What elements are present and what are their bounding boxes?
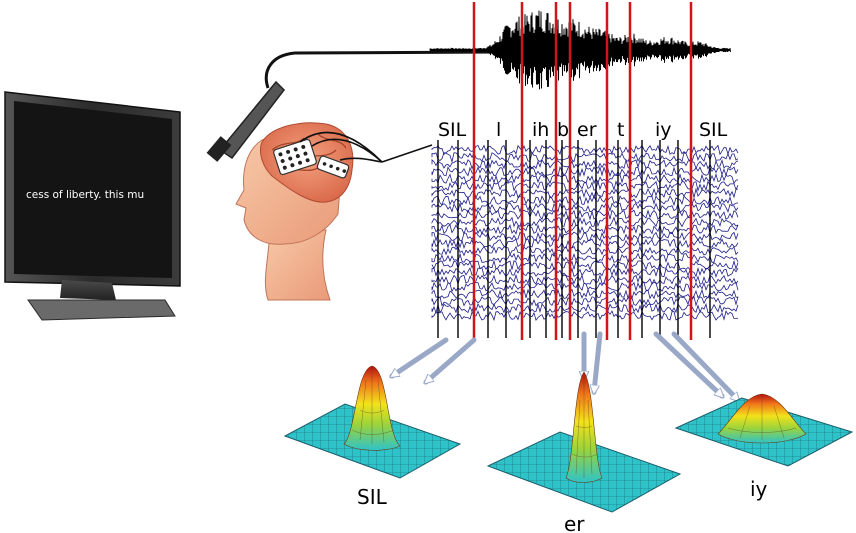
neck <box>264 229 331 301</box>
distribution-label-iy: iy <box>750 477 768 501</box>
electrode-dots-1 <box>278 144 310 170</box>
mapping-arrows <box>392 331 738 400</box>
arrow-iy-1 <box>653 331 722 396</box>
distribution-iy <box>674 393 854 467</box>
head-illustration <box>235 122 433 301</box>
microphone-body <box>218 80 285 160</box>
ecog-trace <box>431 179 739 192</box>
ecog-trace <box>431 195 739 207</box>
ecog-trace <box>431 295 739 307</box>
phoneme-label-l: l <box>496 119 501 141</box>
distribution-sil <box>283 365 462 479</box>
ecog-trace <box>431 267 739 278</box>
ecog-trace <box>431 165 739 178</box>
phoneme-label-ih: ih <box>532 119 549 141</box>
monitor: cess of liberty. this mu <box>4 91 181 321</box>
ecog-trace <box>431 281 739 293</box>
electrode-wires <box>299 131 433 163</box>
phoneme-label-sil-end: SIL <box>699 119 728 141</box>
phoneme-label-er: er <box>577 119 597 141</box>
ecog-trace <box>431 209 739 221</box>
ecog-trace <box>431 151 739 164</box>
distribution-label-sil: SIL <box>357 485 388 509</box>
ecog-trace <box>431 288 738 300</box>
phoneme-labels: SIL l ih b er t iy SIL <box>438 119 728 141</box>
phoneme-label-sil-start: SIL <box>438 119 467 141</box>
ecog-trace <box>431 158 739 170</box>
ecog-trace <box>431 245 739 257</box>
ecog-trace <box>431 310 739 322</box>
arrow-sil-1 <box>392 337 449 379</box>
microphone <box>206 50 501 162</box>
distribution-sil-mesh <box>351 368 395 444</box>
ecog-trace <box>431 252 739 264</box>
ecog-trace <box>431 238 739 250</box>
phoneme-boundaries <box>472 2 693 340</box>
distribution-er-mesh <box>571 376 599 478</box>
electrode-dots-2 <box>322 162 347 173</box>
monitor-screen <box>14 101 172 278</box>
ecog-trace <box>431 231 739 242</box>
distribution-er <box>486 371 682 513</box>
monitor-screen-text: cess of liberty. this mu <box>26 189 144 201</box>
microphone-grille <box>206 136 232 162</box>
audio-waveform <box>429 10 731 90</box>
ecog-trace <box>431 202 739 213</box>
ecog-trace <box>431 144 739 156</box>
phoneme-label-iy: iy <box>655 119 672 141</box>
distribution-label-er: er <box>564 512 585 533</box>
ecog-trace <box>431 223 739 235</box>
ecog-trace <box>431 216 739 228</box>
brain-folds <box>271 133 347 173</box>
distribution-iy-mesh <box>727 396 797 440</box>
monitor-stand-base <box>27 299 176 321</box>
monitor-stand-neck <box>60 280 116 300</box>
phoneme-label-t: t <box>617 119 624 141</box>
ecog-trace <box>431 302 739 315</box>
arrow-er-2 <box>594 331 603 392</box>
phoneme-label-b: b <box>557 119 569 141</box>
microphone-cable <box>264 50 501 89</box>
ecog-signal-traces <box>431 140 739 338</box>
ecog-trace <box>431 187 739 199</box>
arrow-iy-2 <box>671 331 738 400</box>
electrode-strip-2 <box>316 155 350 179</box>
ecog-trace <box>431 172 739 185</box>
arrow-sil-2 <box>426 337 477 382</box>
